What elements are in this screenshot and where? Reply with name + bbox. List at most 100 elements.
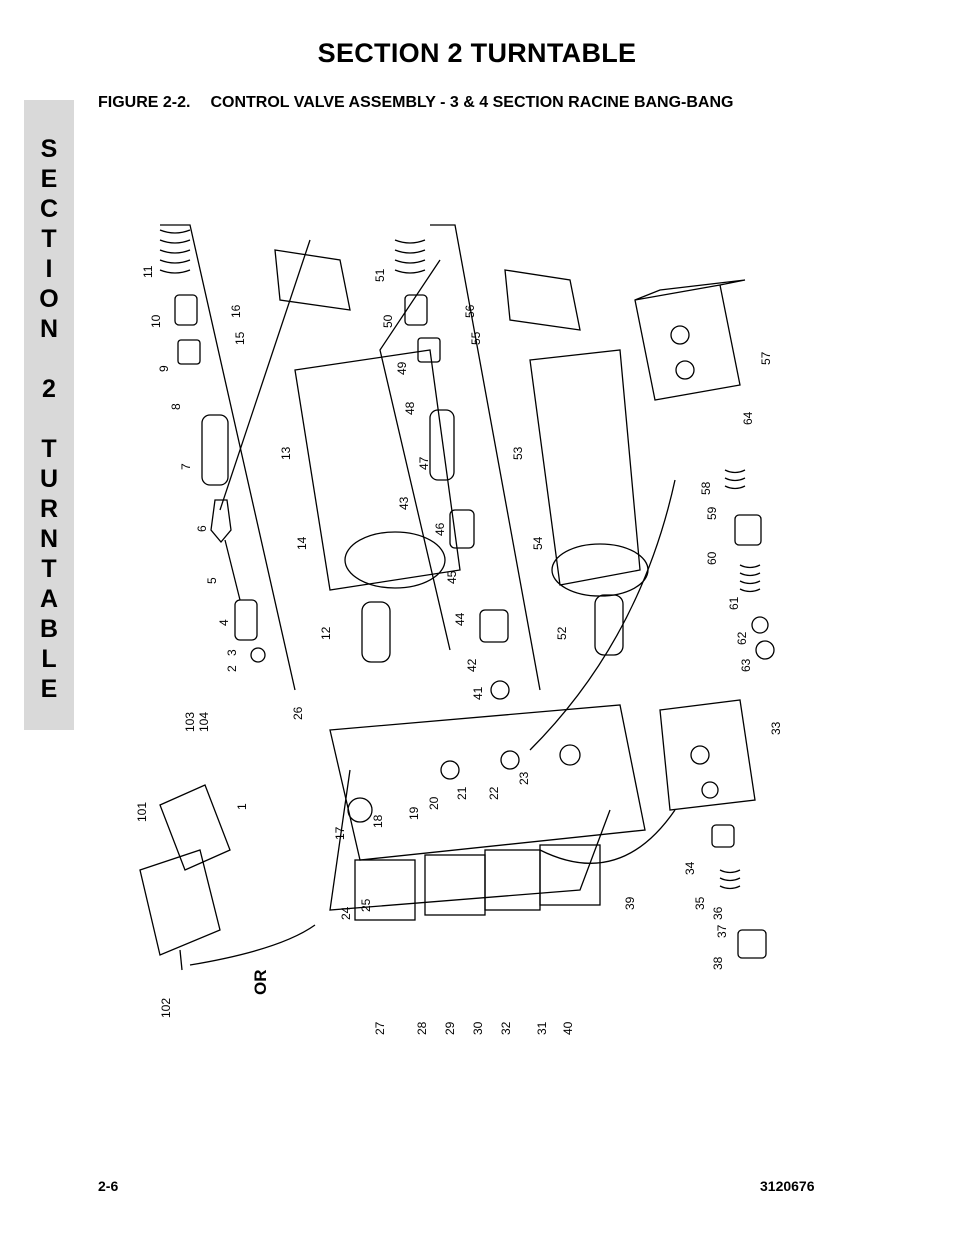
side-tab-letter: E — [40, 165, 58, 193]
side-tab-letter: L — [41, 645, 57, 673]
callout-59: 59 — [705, 506, 719, 520]
callout-53: 53 — [511, 446, 525, 460]
callout-9: 9 — [157, 365, 171, 372]
callout-23: 23 — [517, 771, 531, 785]
side-tab-letter: N — [39, 525, 59, 553]
callout-55: 55 — [469, 331, 483, 345]
callout-39: 39 — [623, 896, 637, 910]
figure-number: FIGURE 2-2. — [98, 94, 191, 111]
side-tab-letter: R — [39, 495, 59, 523]
callout-8: 8 — [169, 403, 183, 410]
callout-49: 49 — [395, 361, 409, 375]
callout-64: 64 — [741, 411, 755, 425]
callout-13: 13 — [279, 446, 293, 460]
callout-24: 24 — [339, 906, 353, 920]
callout-7: 7 — [179, 463, 193, 470]
side-tab-letter: B — [39, 615, 59, 643]
callout-61: 61 — [727, 596, 741, 610]
callout-50: 50 — [381, 314, 395, 328]
diagram-artwork — [139, 224, 775, 971]
side-tab-letter: T — [41, 225, 57, 253]
callout-6: 6 — [195, 525, 209, 532]
callout-1: 1 — [235, 803, 249, 810]
callout-31: 31 — [535, 1021, 549, 1035]
callout-37: 37 — [715, 924, 729, 938]
side-tab-letter: C — [39, 195, 59, 223]
callout-103: 103 — [183, 712, 197, 732]
callout-57: 57 — [759, 351, 773, 365]
callout-28: 28 — [415, 1021, 429, 1035]
callout-44: 44 — [453, 612, 467, 626]
callout-18: 18 — [371, 814, 385, 828]
callout-27: 27 — [373, 1021, 387, 1035]
callout-102: 102 — [159, 998, 173, 1018]
side-tab-letter: S — [40, 135, 58, 163]
callout-62: 62 — [735, 631, 749, 645]
callout-54: 54 — [531, 536, 545, 550]
page-title: SECTION 2 TURNTABLE — [317, 38, 637, 68]
callout-29: 29 — [443, 1021, 457, 1035]
callout-4: 4 — [217, 619, 231, 626]
or-label: OR — [251, 970, 270, 996]
callout-60: 60 — [705, 551, 719, 565]
callout-26: 26 — [291, 706, 305, 720]
callout-101: 101 — [135, 802, 149, 822]
callout-58: 58 — [699, 481, 713, 495]
callout-47: 47 — [417, 456, 431, 470]
callout-46: 46 — [433, 522, 447, 536]
callout-2: 2 — [225, 665, 239, 672]
callout-35: 35 — [693, 896, 707, 910]
callout-21: 21 — [455, 786, 469, 800]
callout-63: 63 — [739, 658, 753, 672]
callout-42: 42 — [465, 658, 479, 672]
diagram-svg: 11 10 9 8 7 6 5 4 2 3 12 13 14 15 16 17 … — [135, 224, 783, 1035]
callout-16: 16 — [229, 304, 243, 318]
callout-34: 34 — [683, 861, 697, 875]
callout-22: 22 — [487, 786, 501, 800]
side-tab-letter: I — [45, 255, 53, 283]
side-tab-letter: E — [40, 675, 58, 703]
side-tab-letter: A — [39, 585, 59, 613]
callout-36: 36 — [711, 906, 725, 920]
callout-19: 19 — [407, 806, 421, 820]
callout-15: 15 — [233, 331, 247, 345]
side-tab-spacer — [24, 344, 74, 374]
section-side-tab: S E C T I O N 2 T U R N T A B L E — [24, 100, 74, 730]
callout-30: 30 — [471, 1021, 485, 1035]
callout-20: 20 — [427, 796, 441, 810]
callout-56: 56 — [463, 304, 477, 318]
side-tab-letter: O — [39, 285, 59, 313]
callout-11: 11 — [141, 265, 155, 278]
callout-3: 3 — [225, 649, 239, 656]
callout-52: 52 — [555, 626, 569, 640]
callout-32: 32 — [499, 1021, 513, 1035]
document-number: 3120676 — [760, 1178, 815, 1194]
callout-25: 25 — [359, 898, 373, 912]
page-number: 2-6 — [98, 1178, 119, 1194]
callout-labels: 11 10 9 8 7 6 5 4 2 3 12 13 14 15 16 17 … — [135, 265, 783, 1035]
callout-38: 38 — [711, 956, 725, 970]
callout-33: 33 — [769, 721, 783, 735]
side-tab-letters: S E C T I O N 2 T U R N T A B L E — [24, 134, 74, 704]
callout-40: 40 — [561, 1021, 575, 1035]
side-tab-letter: T — [41, 555, 57, 583]
callout-48: 48 — [403, 401, 417, 415]
figure-caption: FIGURE 2-2. CONTROL VALVE ASSEMBLY - 3 & … — [98, 92, 798, 113]
callout-17: 17 — [333, 826, 347, 840]
callout-43: 43 — [397, 496, 411, 510]
callout-104: 104 — [197, 712, 211, 732]
figure-title-text: CONTROL VALVE ASSEMBLY - 3 & 4 SECTION R… — [210, 94, 734, 111]
callout-5: 5 — [205, 577, 219, 584]
callout-45: 45 — [445, 570, 459, 584]
side-tab-spacer — [24, 404, 74, 434]
exploded-parts-diagram: 11 10 9 8 7 6 5 4 2 3 12 13 14 15 16 17 … — [100, 210, 820, 1050]
callout-14: 14 — [295, 536, 309, 550]
callout-41: 41 — [471, 686, 485, 700]
callout-12: 12 — [319, 626, 333, 640]
callout-10: 10 — [149, 314, 163, 328]
side-tab-letter: T — [41, 435, 57, 463]
side-tab-letter: U — [39, 465, 59, 493]
side-tab-letter: N — [39, 315, 59, 343]
side-tab-letter: 2 — [42, 375, 56, 403]
callout-51: 51 — [373, 268, 387, 282]
